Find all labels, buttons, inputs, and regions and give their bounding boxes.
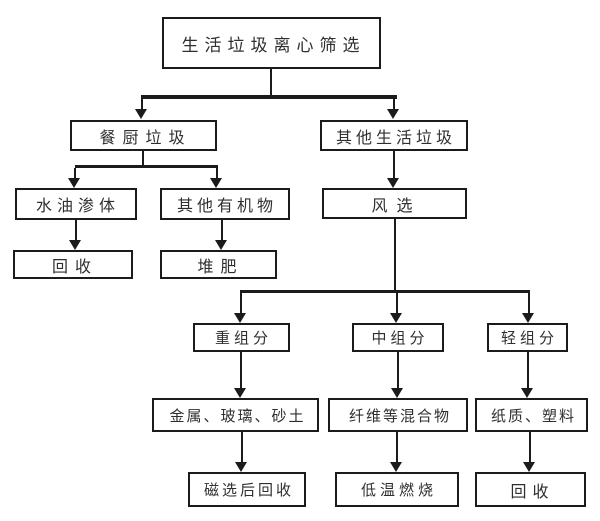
node-other-household-waste: 其他生活垃圾 xyxy=(320,120,468,151)
node-fiber-mixture-label: 纤维等混合物 xyxy=(348,408,451,425)
node-root: 生活垃圾离心筛选 xyxy=(162,17,381,69)
node-paper-plastic-label: 纸质、塑料 xyxy=(490,408,576,425)
node-recycle-right: 回收 xyxy=(475,472,586,507)
edge-light-paper-line xyxy=(527,352,529,389)
edge-wind-split-bar xyxy=(240,290,530,293)
edge-medium-fiber-line xyxy=(397,352,399,389)
edge-root-stem-line xyxy=(270,68,272,98)
node-wind-selection: 风选 xyxy=(322,188,467,219)
node-light-fraction: 轻组分 xyxy=(487,323,568,352)
arrow-down-icon xyxy=(391,388,403,398)
arrow-down-icon xyxy=(234,388,246,398)
node-medium-fraction-label: 中组分 xyxy=(371,331,429,347)
node-recycle-left-label: 回收 xyxy=(51,258,98,276)
node-heavy-fraction: 重组分 xyxy=(193,323,290,352)
node-low-temp-combustion: 低温燃烧 xyxy=(335,472,459,507)
node-kitchen-waste: 餐厨垃圾 xyxy=(70,120,217,151)
edge-wind-light-line xyxy=(528,293,530,313)
arrow-down-icon xyxy=(69,240,81,250)
edge-wind-heavy-line xyxy=(240,293,242,313)
arrow-down-icon xyxy=(387,109,399,119)
node-root-label: 生活垃圾离心筛选 xyxy=(181,35,366,55)
node-other-organics-label: 其他有机物 xyxy=(176,198,277,215)
arrow-down-icon xyxy=(215,240,227,250)
arrow-down-icon xyxy=(135,109,147,119)
arrow-down-icon xyxy=(235,462,247,472)
arrow-down-icon xyxy=(68,178,80,188)
edge-wind-stem-line xyxy=(394,219,396,292)
node-compost: 堆肥 xyxy=(160,250,277,279)
edge-paper-recycle-line xyxy=(529,432,531,463)
node-paper-plastic: 纸质、塑料 xyxy=(475,398,588,432)
edge-wind-medium-line xyxy=(396,293,398,313)
node-water-oil: 水油渗体 xyxy=(15,188,137,220)
edge-root-other-line xyxy=(393,99,395,110)
edge-fiber-burn-line xyxy=(396,432,398,463)
node-compost-label: 堆肥 xyxy=(197,258,244,276)
node-metal-glass-sand-label: 金属、玻璃、砂土 xyxy=(169,408,306,425)
edge-root-split-bar xyxy=(141,95,397,99)
node-magnetic-separation-recycle: 磁选后回收 xyxy=(188,472,306,507)
arrow-down-icon xyxy=(390,462,402,472)
arrow-down-icon xyxy=(234,313,246,323)
node-light-fraction-label: 轻组分 xyxy=(500,331,558,347)
node-fiber-mixture: 纤维等混合物 xyxy=(328,398,468,432)
node-recycle-right-label: 回收 xyxy=(510,483,555,501)
node-kitchen-waste-label: 餐厨垃圾 xyxy=(99,129,192,147)
arrow-down-icon xyxy=(522,313,534,323)
edge-kitchen-organic-line xyxy=(216,168,218,178)
arrow-down-icon xyxy=(387,178,399,188)
edge-wateroil-recycle-line xyxy=(75,220,77,241)
edge-kitchen-wateroil-line xyxy=(74,168,76,178)
node-wind-selection-label: 风选 xyxy=(371,197,422,215)
arrow-down-icon xyxy=(390,313,402,323)
node-heavy-fraction-label: 重组分 xyxy=(214,331,272,347)
node-other-household-waste-label: 其他生活垃圾 xyxy=(335,129,456,147)
edge-other-wind-line xyxy=(393,151,395,179)
node-other-organics: 其他有机物 xyxy=(160,188,290,220)
node-water-oil-label: 水油渗体 xyxy=(35,198,120,215)
edge-metal-magnetic-line xyxy=(241,432,243,463)
node-medium-fraction: 中组分 xyxy=(352,323,444,352)
edge-organic-compost-line xyxy=(221,220,223,241)
edge-root-kitchen-line xyxy=(141,99,143,110)
edge-kitchen-stem-line xyxy=(142,151,144,167)
arrow-down-icon xyxy=(210,178,222,188)
node-low-temp-combustion-label: 低温燃烧 xyxy=(360,483,437,499)
node-recycle-left: 回收 xyxy=(13,250,133,279)
arrow-down-icon xyxy=(521,388,533,398)
arrow-down-icon xyxy=(523,462,535,472)
node-magnetic-separation-recycle-label: 磁选后回收 xyxy=(203,483,294,499)
edge-kitchen-split-bar xyxy=(75,165,218,168)
node-metal-glass-sand: 金属、玻璃、砂土 xyxy=(152,398,319,432)
edge-heavy-metal-line xyxy=(240,352,242,389)
